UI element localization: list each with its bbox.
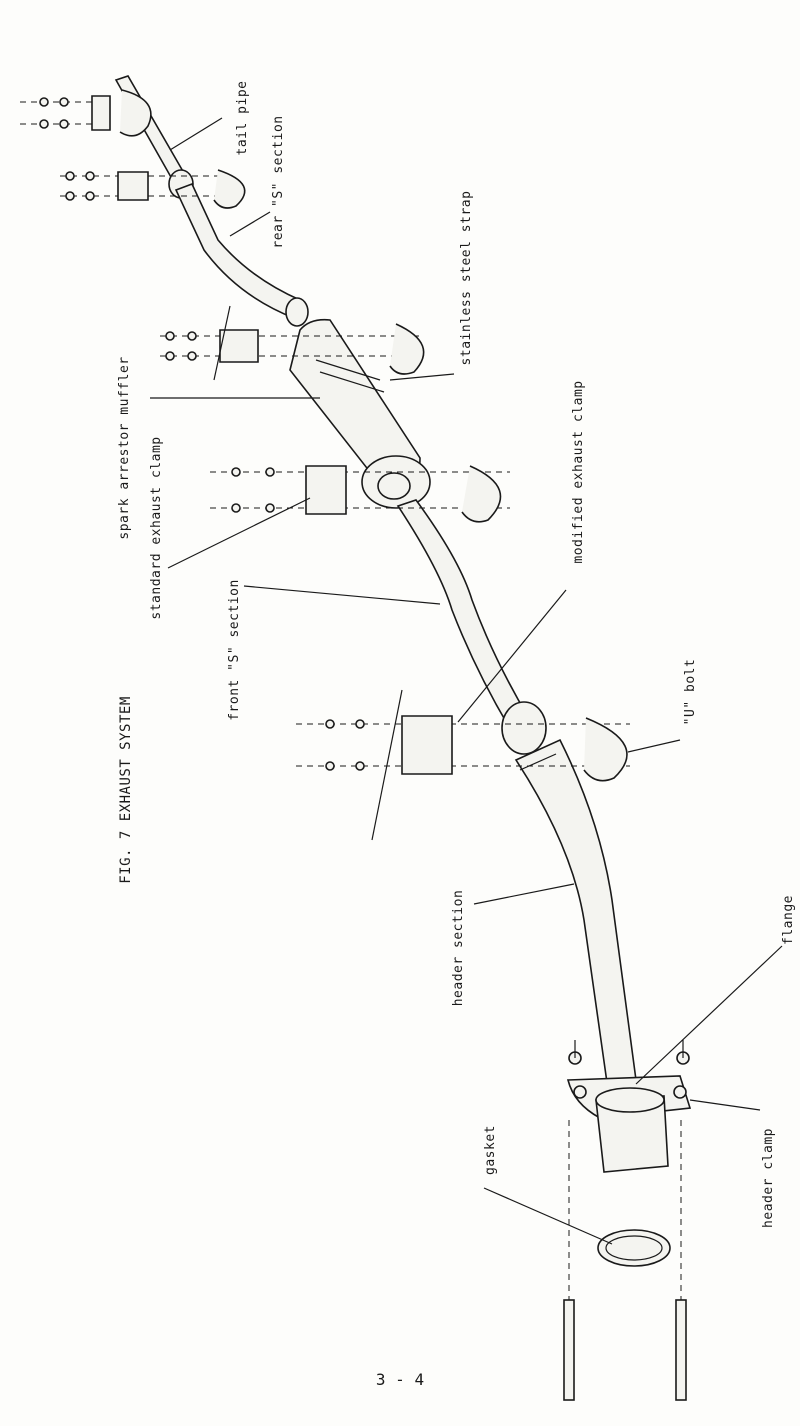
header-clamp-hole-right bbox=[673, 1085, 687, 1099]
label-header-clamp: header clamp bbox=[761, 1128, 776, 1228]
muffler-strap-band bbox=[315, 359, 381, 381]
label-front-s-section: front "S" section bbox=[227, 579, 242, 721]
rear-clamp-set bbox=[60, 169, 246, 209]
leader-rear-s-section bbox=[229, 211, 271, 237]
front-s-section-collar bbox=[501, 701, 547, 755]
label-spark-arrestor-muffler: spark arrestor muffler bbox=[117, 356, 132, 539]
leader-stainless-steel-strap bbox=[389, 373, 455, 381]
leader-front-s-section bbox=[243, 585, 441, 605]
muffler-outlet bbox=[377, 472, 411, 500]
leader-u-bolt bbox=[627, 739, 681, 753]
label-tail-pipe: tail pipe bbox=[235, 81, 250, 156]
label-rear-s-section: rear "S" section bbox=[271, 115, 286, 248]
tail-pipe-clamp-set bbox=[20, 89, 152, 137]
page-number: 3 - 4 bbox=[375, 1370, 425, 1389]
rear-s-section-collar bbox=[285, 297, 309, 327]
label-header-section: header section bbox=[451, 890, 466, 1007]
leader-modified-exhaust-clamp bbox=[457, 589, 567, 723]
label-standard-exhaust-clamp: standard exhaust clamp bbox=[149, 436, 164, 619]
front-s-section-part bbox=[396, 499, 532, 734]
leader-flange bbox=[635, 945, 783, 1085]
label-modified-exhaust-clamp: modified exhaust clamp bbox=[571, 380, 586, 563]
front-clamp-set bbox=[296, 689, 630, 841]
label-gasket: gasket bbox=[483, 1125, 498, 1175]
leader-header-clamp bbox=[689, 1099, 761, 1111]
leader-standard-exhaust-clamp bbox=[167, 497, 311, 569]
header-clamp-hole-left bbox=[573, 1085, 587, 1099]
muffler-rear-clamp-set bbox=[160, 305, 425, 381]
leader-tail-pipe bbox=[169, 117, 223, 151]
flange-rim bbox=[595, 1087, 665, 1113]
leader-gasket bbox=[483, 1187, 613, 1245]
gasket-inner-ring bbox=[605, 1235, 663, 1261]
label-stainless-steel-strap: stainless steel strap bbox=[459, 191, 474, 366]
label-flange: flange bbox=[781, 895, 796, 945]
leader-header-section bbox=[473, 883, 575, 905]
figure-caption: FIG. 7 EXHAUST SYSTEM bbox=[118, 696, 134, 884]
muffler-front-clamp-set bbox=[210, 465, 510, 523]
label-u-bolt: "U" bolt bbox=[683, 659, 698, 726]
header-section-ring bbox=[519, 753, 557, 771]
muffler-strap-band-edge bbox=[319, 371, 385, 393]
